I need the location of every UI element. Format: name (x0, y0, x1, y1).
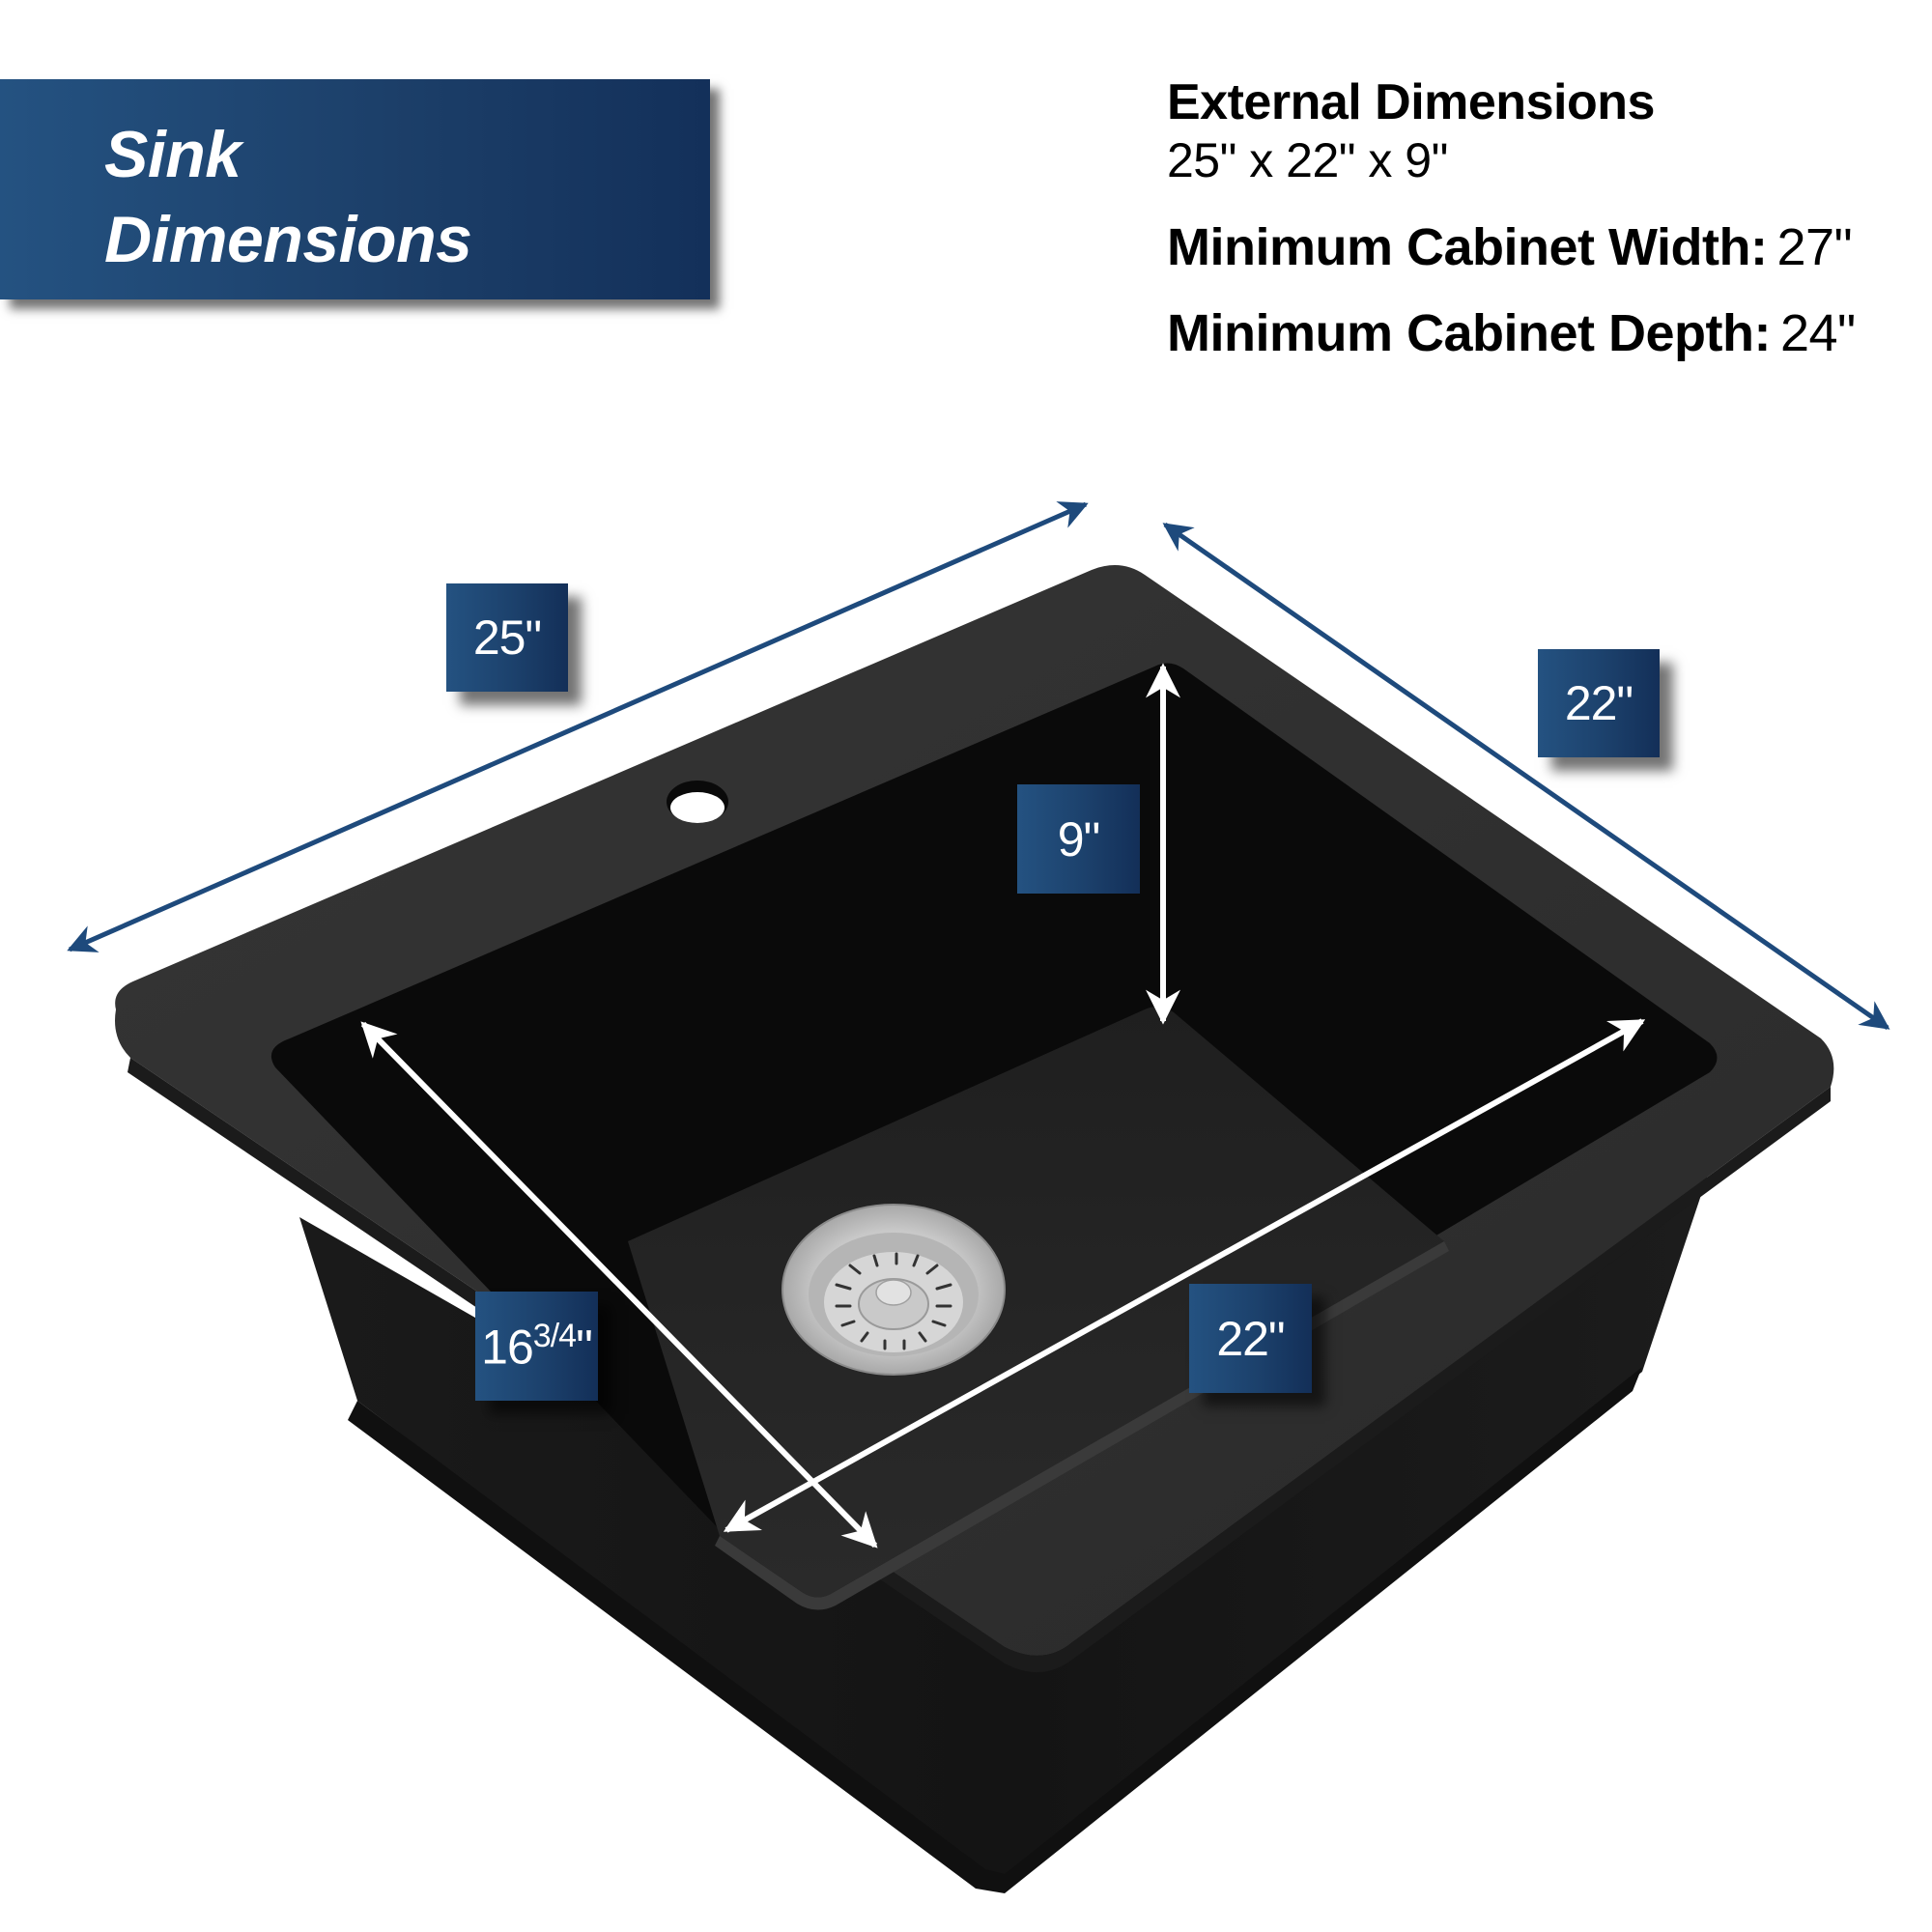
overall-depth-value: 22" (1564, 676, 1634, 730)
min-cabinet-depth-label: Minimum Cabinet Depth: (1167, 304, 1771, 362)
title-line-1: Sink (104, 118, 242, 191)
min-cabinet-width-label: Minimum Cabinet Width: (1167, 218, 1768, 276)
specs-block: External Dimensions 25" x 22" x 9" Minim… (1167, 73, 1856, 362)
faucet-hole-icon (667, 781, 728, 823)
bowl-width-value: 22" (1216, 1311, 1285, 1366)
bowl-front-to-back-fraction: 3/4 (532, 1317, 577, 1354)
bowl-front-to-back-whole: 16 (481, 1320, 534, 1375)
bowl-front-to-back-value: 163/4" (481, 1317, 593, 1376)
min-cabinet-width-value: 27" (1776, 218, 1853, 276)
external-dimensions-value: 25" x 22" x 9" (1167, 133, 1448, 187)
bowl-depth-value: 9" (1057, 811, 1101, 867)
bowl-front-to-back-unit: " (576, 1320, 593, 1375)
overall-width-label: 25" (446, 583, 568, 692)
bowl-width-label: 22" (1189, 1284, 1312, 1393)
overall-depth-arrow (1162, 522, 1890, 1031)
bowl-width-arrow (723, 1018, 1646, 1533)
external-dimensions-heading: External Dimensions (1167, 74, 1655, 130)
title-line-2: Dimensions (104, 203, 472, 276)
bowl-depth-label: 9" (1017, 784, 1140, 894)
title-banner: Sink Dimensions (0, 79, 710, 299)
min-cabinet-depth: Minimum Cabinet Depth:24" (1167, 304, 1856, 362)
min-cabinet-width: Minimum Cabinet Width:27" (1167, 218, 1856, 276)
bowl-front-to-back-label: 163/4" (475, 1292, 598, 1401)
overall-width-arrow (67, 501, 1089, 952)
overall-width-value: 25" (472, 611, 542, 665)
overall-depth-label: 22" (1538, 649, 1660, 757)
min-cabinet-depth-value: 24" (1779, 304, 1856, 362)
strainer-drain-icon (781, 1204, 1006, 1376)
